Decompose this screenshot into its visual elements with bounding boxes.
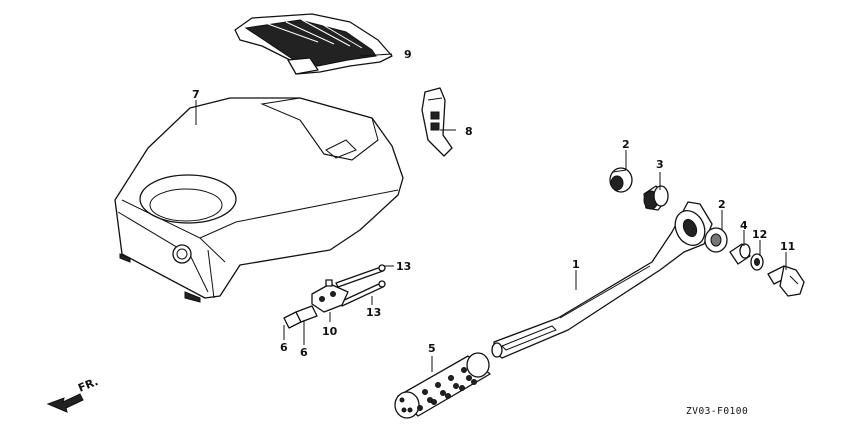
- callout-5: 5: [428, 342, 436, 355]
- callout-12: 12: [752, 228, 767, 241]
- callout-9: 9: [404, 48, 412, 61]
- part-8-bracket: [421, 87, 453, 157]
- part-12-washer: [750, 253, 764, 271]
- part-9-seal-strip: [234, 13, 393, 75]
- callout-3: 3: [656, 158, 664, 171]
- callout-7: 7: [192, 88, 200, 101]
- part-10-clamp: [311, 279, 349, 313]
- callout-11: 11: [780, 240, 795, 253]
- part-7-cover: [114, 97, 404, 303]
- part-2-bush-upper: [609, 167, 633, 193]
- callout-4: 4: [740, 219, 748, 232]
- callout-13-lower: 13: [366, 306, 381, 319]
- part-2-washer-lower: [704, 227, 728, 253]
- callout-1: 1: [572, 258, 580, 271]
- part-5-grip: [394, 352, 491, 419]
- drawing-code: ZV03-F0100: [686, 406, 748, 417]
- callout-6-right: 6: [300, 346, 308, 359]
- leader-lines: [195, 53, 787, 372]
- part-1-lever: [491, 201, 713, 359]
- part-4-spacer: [729, 243, 751, 265]
- callout-13-upper: 13: [396, 260, 411, 273]
- callout-6-left: 6: [280, 341, 288, 354]
- part-3-collar: [643, 185, 669, 211]
- part-11-bolt: [767, 265, 805, 297]
- front-direction-marker: FR.: [46, 375, 100, 413]
- callout-2-upper: 2: [622, 138, 630, 151]
- front-label: FR.: [76, 375, 100, 395]
- callout-2-lower: 2: [718, 198, 726, 211]
- callout-8: 8: [465, 125, 473, 138]
- callout-10: 10: [322, 325, 338, 338]
- part-6-pins: [283, 305, 318, 329]
